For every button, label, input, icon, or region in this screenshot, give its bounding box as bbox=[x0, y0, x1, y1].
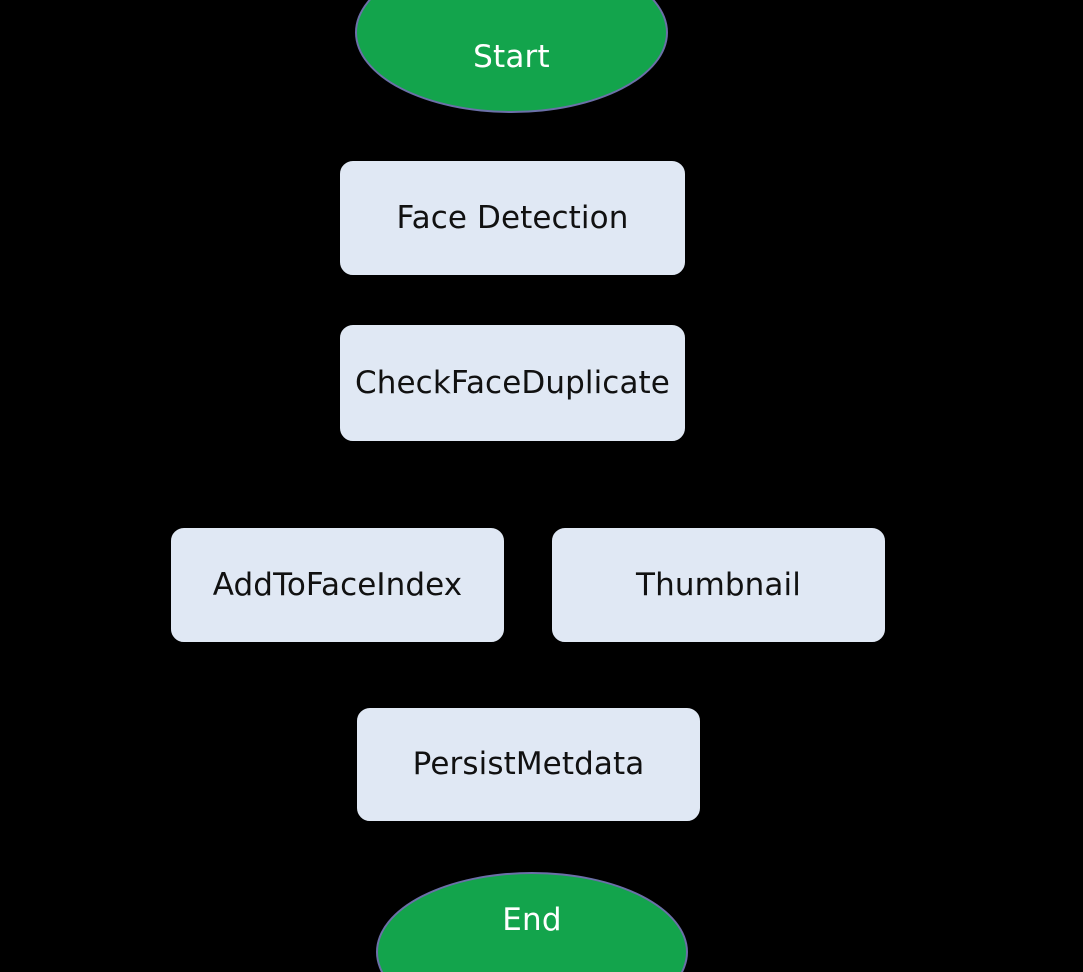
node-end[interactable]: End bbox=[376, 872, 688, 972]
node-check-face-duplicate-label: CheckFaceDuplicate bbox=[355, 364, 670, 401]
node-persist-metdata[interactable]: PersistMetdata bbox=[357, 708, 700, 821]
node-thumbnail[interactable]: Thumbnail bbox=[552, 528, 885, 642]
node-persist-metdata-label: PersistMetdata bbox=[412, 746, 645, 783]
node-add-to-face-index[interactable]: AddToFaceIndex bbox=[171, 528, 504, 642]
node-face-detection[interactable]: Face Detection bbox=[340, 161, 685, 275]
node-add-to-face-index-label: AddToFaceIndex bbox=[212, 566, 463, 603]
node-start[interactable]: Start bbox=[355, 0, 668, 113]
node-check-face-duplicate[interactable]: CheckFaceDuplicate bbox=[340, 325, 685, 441]
node-end-label: End bbox=[502, 901, 562, 938]
node-thumbnail-label: Thumbnail bbox=[636, 566, 801, 603]
node-start-label: Start bbox=[473, 39, 550, 76]
node-face-detection-label: Face Detection bbox=[396, 199, 629, 236]
